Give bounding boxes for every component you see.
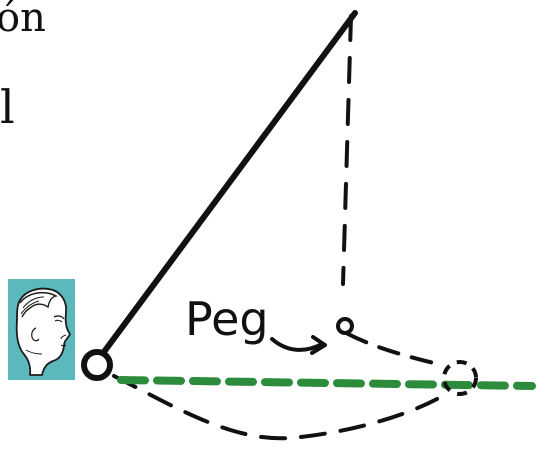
side-text-fragment: l <box>0 80 15 134</box>
pendulum-bob-start <box>81 349 113 381</box>
peg-arrow-shaft <box>270 337 324 352</box>
pendulum-bob-end <box>442 360 478 396</box>
peg-point <box>336 317 354 335</box>
vertical-dashed-line <box>341 14 353 286</box>
avatar <box>8 279 75 380</box>
pendulum-string <box>92 10 358 367</box>
peg-swing-path <box>346 332 444 367</box>
lower-swing-path <box>112 374 439 441</box>
face-sketch-icon <box>8 279 75 380</box>
peg-label: Peg <box>185 292 269 346</box>
arrow-head-icon <box>310 335 327 355</box>
horizontal-reference-line <box>117 376 536 390</box>
top-text-fragment: ón <box>0 0 46 41</box>
